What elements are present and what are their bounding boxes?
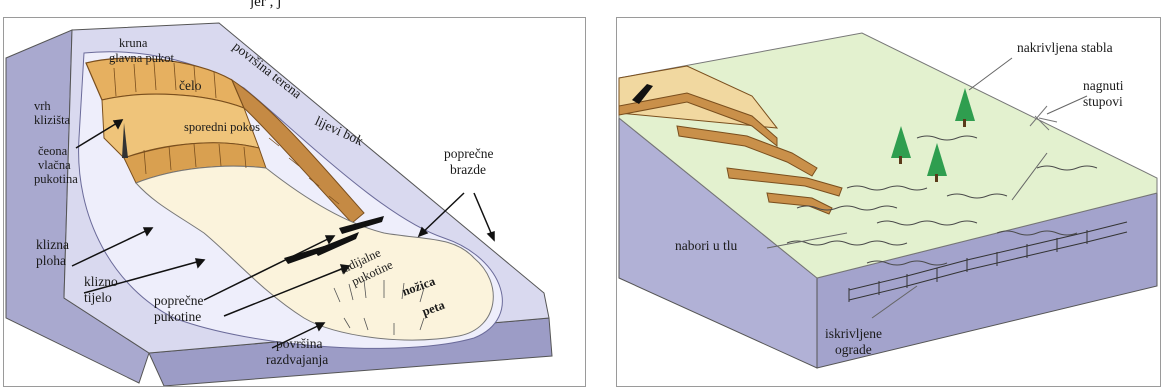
- label-poprecne-pukotine-1: poprečne: [154, 293, 203, 308]
- label-celo: čelo: [179, 78, 202, 93]
- label-celona-2: vlačna: [38, 158, 71, 172]
- label-nagnuti-1: nagnuti: [1083, 78, 1124, 93]
- landslide-anatomy-diagram: kruna glavna pukot površina terena vrh k…: [3, 17, 586, 387]
- label-klizno-tijelo-2: tijelo: [84, 290, 112, 305]
- top-text-fragment: jer , j: [250, 0, 281, 10]
- label-vrh-1: vrh: [34, 99, 51, 113]
- label-klizna-2: ploha: [36, 253, 66, 268]
- label-klizna-1: klizna: [36, 237, 69, 252]
- landslide-indicators-svg: nakrivljena stabla nagnuti stupovi nabor…: [617, 18, 1161, 387]
- label-povrsina-razdvajanja-1: površina: [276, 336, 323, 351]
- label-poprecne-pukotine-2: pukotine: [154, 309, 201, 324]
- label-celona-1: čeona: [38, 144, 68, 158]
- label-nabori: nabori u tlu: [675, 238, 737, 253]
- label-vrh-2: klizišta: [34, 113, 71, 127]
- label-glavna-pukotina: glavna pukot: [109, 51, 174, 65]
- landslide-indicators-diagram: nakrivljena stabla nagnuti stupovi nabor…: [616, 17, 1161, 387]
- label-iskrivljene-2: ograde: [835, 342, 872, 357]
- label-celona-3: pukotina: [34, 172, 78, 186]
- label-nakrivljena-stabla: nakrivljena stabla: [1017, 40, 1113, 55]
- label-kruna: kruna: [119, 36, 148, 50]
- label-poprecne-brazde-1: poprečne: [444, 146, 493, 161]
- label-iskrivljene-1: iskrivljene: [825, 326, 882, 341]
- label-nagnuti-2: stupovi: [1083, 94, 1123, 109]
- label-klizno-tijelo-1: klizno: [84, 274, 118, 289]
- landslide-anatomy-svg: kruna glavna pukot površina terena vrh k…: [4, 18, 586, 387]
- label-sporedni-pokos: sporedni pokos: [184, 120, 260, 134]
- label-povrsina-razdvajanja-2: razdvajanja: [266, 352, 328, 367]
- label-poprecne-brazde-2: brazde: [450, 162, 486, 177]
